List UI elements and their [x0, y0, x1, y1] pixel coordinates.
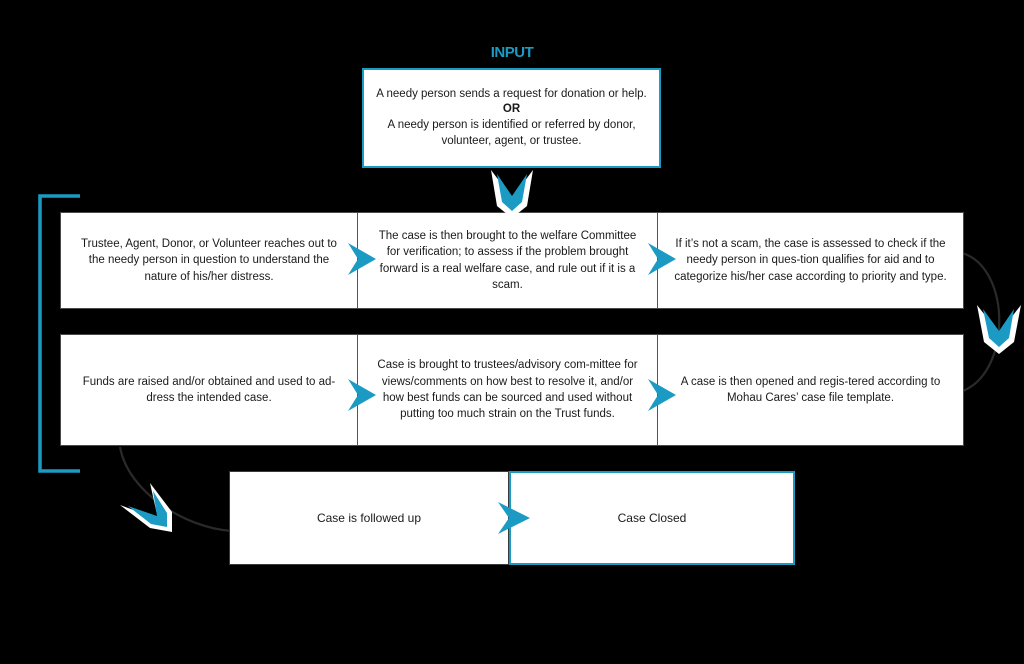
process-row-3: Case is followed up Case Closed — [229, 471, 795, 565]
input-box[interactable]: A needy person sends a request for donat… — [362, 68, 661, 168]
input-line-2: A needy person is identified or referred… — [387, 119, 636, 147]
chevron-down-icon-row1-to-row2 — [977, 305, 1021, 354]
step-case-closed[interactable]: Case Closed — [509, 471, 795, 565]
chevron-down-left-icon-row2-to-row3 — [120, 483, 172, 532]
bottom-left-arc-connector — [118, 446, 233, 533]
process-row-2: Funds are raised and/or obtained and use… — [60, 334, 964, 446]
step-verification[interactable]: The case is then brought to the welfare … — [357, 213, 657, 308]
input-line-1: A needy person sends a request for donat… — [376, 87, 647, 100]
step-assessment[interactable]: If it’s not a scam, the case is assessed… — [657, 213, 963, 308]
step-case-opened[interactable]: A case is then opened and regis-tered ac… — [657, 335, 963, 445]
chevron-down-icon-input-to-row1 — [491, 170, 533, 218]
step-funds-raised[interactable]: Funds are raised and/or obtained and use… — [82, 375, 336, 404]
right-arc-connector — [959, 251, 1001, 394]
input-or-label: OR — [502, 103, 521, 116]
step-case-followed-up[interactable]: Case is followed up — [229, 471, 509, 565]
step-outreach[interactable]: Trustee, Agent, Donor, or Volunteer reac… — [81, 238, 337, 283]
step-advisory-review[interactable]: Case is brought to trustees/advisory com… — [357, 335, 657, 445]
process-row-1: Trustee, Agent, Donor, or Volunteer reac… — [60, 212, 964, 309]
input-title: INPUT — [490, 44, 534, 61]
